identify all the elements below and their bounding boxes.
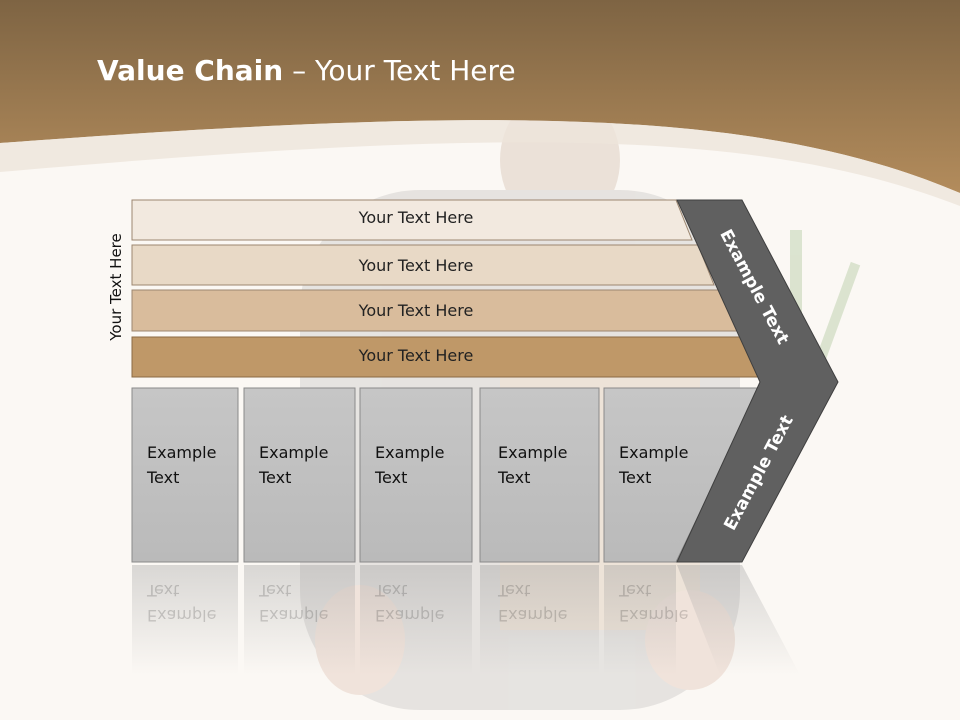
side-label: Your Text Here (107, 233, 125, 341)
slide-title: Value Chain – Your Text Here (97, 54, 516, 87)
box-2-line-1: Example (259, 443, 329, 462)
row-label-2: Your Text Here (358, 256, 474, 275)
row-bar-1 (131, 199, 693, 241)
activity-box-5 (603, 387, 761, 563)
box-1-line-2: Text (147, 468, 180, 487)
row-label-4: Your Text Here (358, 346, 474, 365)
title-rest: – Your Text Here (283, 54, 516, 87)
activity-box-2 (243, 387, 356, 563)
box-4-line-2: Text (498, 468, 531, 487)
margin-chevron (676, 199, 839, 563)
box-5-line-1: Example (619, 443, 689, 462)
activity-box-4 (479, 387, 600, 563)
row-label-3: Your Text Here (358, 301, 474, 320)
title-bold: Value Chain (97, 54, 284, 87)
row-bar-2 (131, 244, 715, 286)
box-1-line-1: Example (147, 443, 217, 462)
box-2-line-2: Text (259, 468, 292, 487)
reflection (132, 565, 800, 675)
header-swoosh (0, 120, 960, 206)
activity-box-1 (131, 387, 239, 563)
box-5-line-2: Text (619, 468, 652, 487)
box-3-line-1: Example (375, 443, 445, 462)
activity-box-3 (359, 387, 473, 563)
header-band (0, 0, 960, 193)
box-3-line-2: Text (375, 468, 408, 487)
row-label-1: Your Text Here (358, 208, 474, 227)
box-4-line-1: Example (498, 443, 568, 462)
